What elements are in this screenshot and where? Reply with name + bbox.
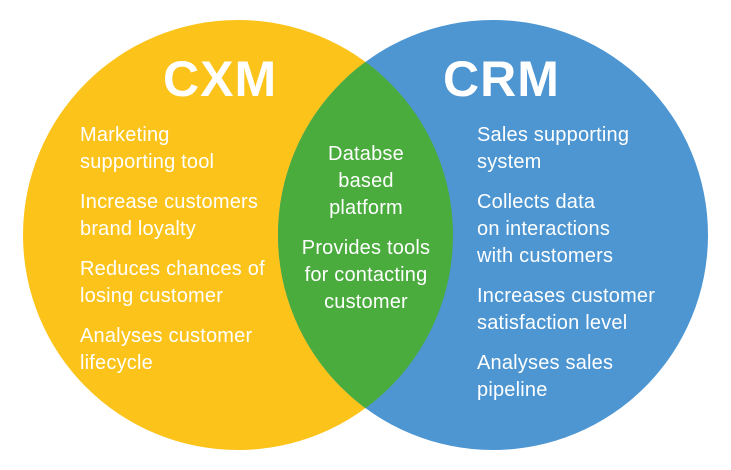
overlap-region xyxy=(278,20,453,450)
crm-item: Collects data on interactions with custo… xyxy=(477,191,614,267)
crm-item: Increases customer satisfaction level xyxy=(477,285,656,334)
cxm-item: Reduces chances of losing customer xyxy=(80,258,265,307)
overlap-item-list: Databse based platform Provides tools fo… xyxy=(276,141,456,329)
cxm-item: Analyses customer lifecycle xyxy=(80,325,253,374)
cxm-item-list: Marketing supporting tool Increase custo… xyxy=(80,122,295,390)
overlap-item: Provides tools for contacting customer xyxy=(301,237,431,313)
cxm-item: Marketing supporting tool xyxy=(80,124,215,173)
overlap-item: Databse based platform xyxy=(328,143,404,219)
crm-title: CRM xyxy=(443,51,560,107)
crm-item: Sales supporting system xyxy=(477,124,630,173)
cxm-item: Increase customers brand loyalty xyxy=(80,191,259,240)
cxm-title: CXM xyxy=(163,51,278,107)
crm-item-list: Sales supporting system Collects data on… xyxy=(477,122,692,417)
crm-item: Analyses sales pipeline xyxy=(477,352,614,401)
